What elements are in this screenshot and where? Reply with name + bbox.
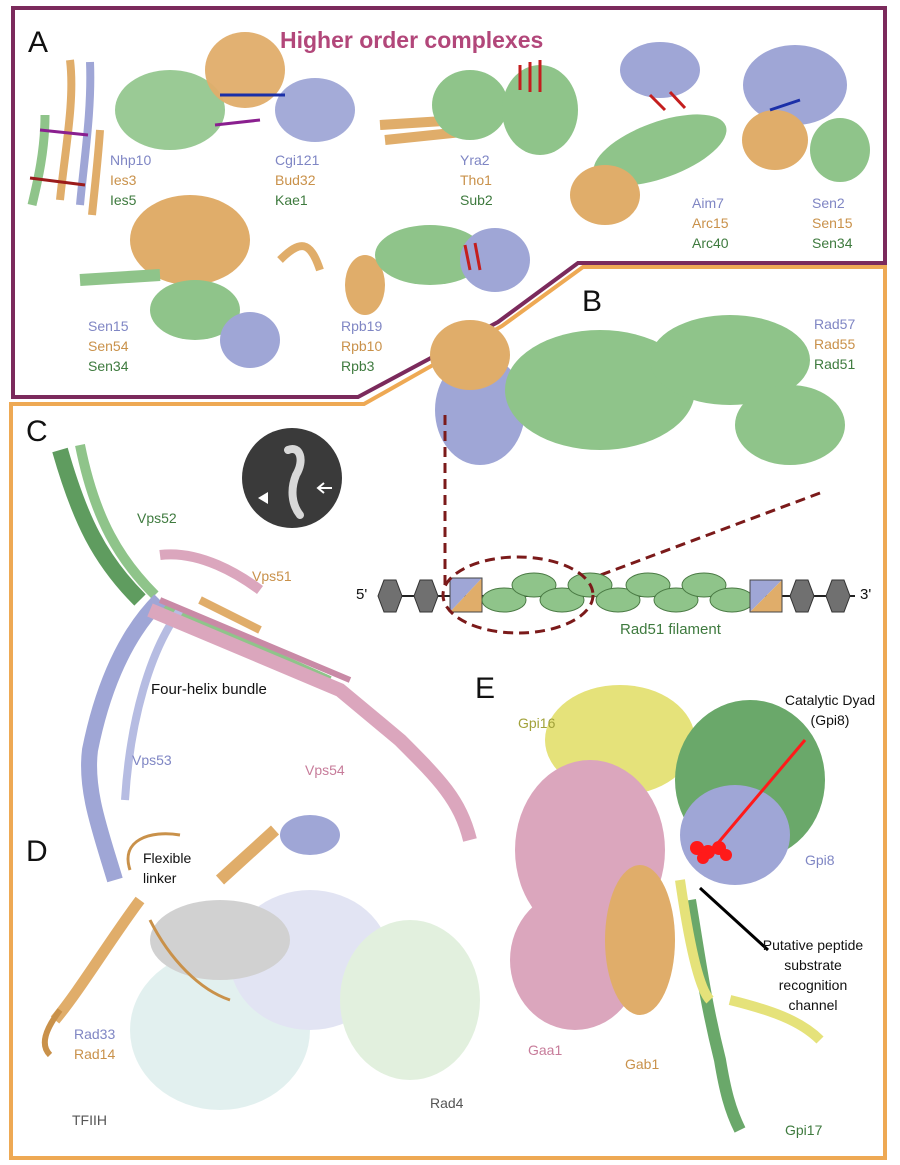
label-aim7: Aim7 [692,195,724,211]
panel-b-letter: B [582,285,603,318]
label-sen34-a: Sen34 [812,235,853,251]
label-sen34-b: Sen34 [88,358,129,374]
label-rad57: Rad57 [814,316,856,332]
label-rad4: Rad4 [430,1095,464,1111]
structure-yra2-tho1-sub2 [379,60,578,155]
hexagon-right-2 [825,579,851,613]
label-tho1: Tho1 [460,172,492,188]
label-catalytic-dyad: Catalytic Dyad (Gpi8) [784,692,876,728]
label-flexible-linker: Flexible linker [143,850,192,886]
label-sen15-b: Sen15 [88,318,129,334]
label-rad51: Rad51 [814,356,856,372]
panel-bcde-frame [9,265,887,1160]
hexagon-left-1 [377,579,403,613]
label-vps51: Vps51 [252,568,292,584]
structure-rpb19-rpb10-rpb3 [345,225,530,315]
structure-nhp10-ies3-ies5 [27,59,104,216]
label-four-helix-bundle: Four-helix bundle [151,681,267,698]
channel-pointer [698,886,770,952]
label-sen54: Sen54 [88,338,129,354]
label-putative-channel: Putative peptide substrate recognition c… [762,937,864,1013]
structure-vps51 [159,549,263,634]
zoom-ellipse [441,555,595,635]
label-bud32: Bud32 [275,172,316,188]
label-rad14: Rad14 [74,1046,116,1062]
label-sub2: Sub2 [460,192,493,208]
structure-sen15-sen54-sen34 [79,195,324,368]
label-rpb3: Rpb3 [341,358,375,374]
label-rad55: Rad55 [814,336,856,352]
five-prime-label: 5' [356,586,368,603]
microscopy-inset [242,428,342,528]
rad51-schematic [377,555,855,635]
rad55-57-square-left [449,577,483,613]
label-gpi17: Gpi17 [785,1122,823,1138]
hexagon-right-1 [789,579,815,613]
panel-c-letter: C [26,415,48,448]
structure-vps53 [81,594,184,883]
label-yra2: Yra2 [460,152,490,168]
three-prime-label: 3' [860,586,872,603]
label-gpi16: Gpi16 [518,715,556,731]
catalytic-dyad [690,841,732,864]
label-tfiih: TFIIH [72,1112,107,1128]
structure-aim7-arc15-arc40 [570,42,727,225]
catalytic-pointer [716,739,807,844]
label-arc15: Arc15 [692,215,729,231]
panel-a-letter: A [28,26,49,59]
label-vps52: Vps52 [137,510,177,526]
label-sen15-a: Sen15 [812,215,853,231]
label-nhp10: Nhp10 [110,152,152,168]
label-arc40: Arc40 [692,235,729,251]
label-vps53: Vps53 [132,752,172,768]
label-gpi8: Gpi8 [805,852,835,868]
rad55-57-square-right [749,579,783,613]
panel-a-frame [11,6,887,399]
structure-rad51-filament [430,315,845,465]
panel-d-letter: D [26,835,48,868]
structure-tfiih-rad4 [130,890,480,1110]
zoom-line-right [581,491,821,584]
label-cgi121: Cgi121 [275,152,320,168]
panel-e-letter: E [475,672,496,705]
label-vps54: Vps54 [305,762,345,778]
structure-rad33-rad14 [41,815,340,1058]
hexagon-left-2 [413,579,439,613]
label-gaa1: Gaa1 [528,1042,563,1058]
structure-cgi121-bud32-kae1 [115,32,355,150]
structure-sen2-sen15-sen34 [742,45,870,182]
panel-a-title: Higher order complexes [280,27,544,53]
label-ies3: Ies3 [110,172,137,188]
structure-gpi-transamidase [510,685,825,1133]
label-kae1: Kae1 [275,192,308,208]
rad51-filament-label: Rad51 filament [620,621,721,638]
label-gab1: Gab1 [625,1056,660,1072]
label-rpb10: Rpb10 [341,338,383,354]
label-rpb19: Rpb19 [341,318,383,334]
label-sen2: Sen2 [812,195,845,211]
label-rad33: Rad33 [74,1026,116,1042]
label-ies5: Ies5 [110,192,137,208]
structure-vps54 [147,597,477,842]
